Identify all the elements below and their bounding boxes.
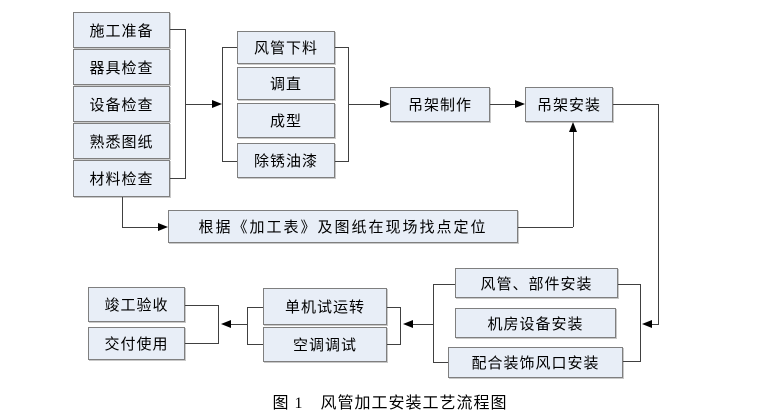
connector-line: [573, 132, 574, 227]
connector-line: [400, 307, 401, 345]
box-decorative-outlet-installation: 配合装饰风口安装: [448, 347, 623, 378]
connector-line: [170, 29, 185, 30]
box-equipment-inspection: 设备检查: [73, 86, 170, 122]
connector-line: [433, 362, 448, 363]
connector-line: [387, 307, 400, 308]
connector-line: [640, 284, 641, 362]
connector-line: [122, 227, 158, 228]
connector-line: [490, 104, 515, 105]
connector-line: [185, 305, 218, 306]
box-hanger-fabrication: 吊架制作: [390, 87, 490, 122]
arrowhead-right-icon: [515, 100, 525, 108]
arrowhead-right-icon: [380, 100, 390, 108]
box-completion-acceptance: 竣工验收: [88, 287, 185, 322]
box-site-positioning: 根据《加工表》及图纸在现场找点定位: [168, 210, 518, 243]
connector-line: [335, 161, 348, 162]
arrowhead-right-icon: [212, 100, 222, 108]
connector-line: [658, 104, 659, 325]
connector-line: [122, 197, 123, 227]
box-hanger-installation: 吊架安装: [525, 87, 613, 122]
box-forming: 成型: [237, 103, 335, 138]
connector-line: [613, 104, 658, 105]
connector-line: [170, 178, 185, 179]
connector-line: [222, 47, 223, 162]
box-single-unit-test-run: 单机试运转: [263, 288, 387, 325]
arrowhead-up-icon: [569, 122, 577, 132]
connector-line: [222, 47, 237, 48]
box-drawing-review: 熟悉图纸: [73, 123, 170, 159]
box-handover-for-use: 交付使用: [88, 327, 185, 360]
box-plant-room-equipment-install: 机房设备安装: [455, 308, 616, 338]
arrowhead-left-icon: [403, 320, 413, 328]
connector-line: [218, 305, 219, 344]
connector-line: [348, 104, 380, 105]
connector-line: [231, 324, 247, 325]
connector-line: [185, 104, 212, 105]
connector-line: [222, 161, 237, 162]
box-material-inspection: 材料检查: [73, 160, 170, 197]
box-duct-cutting: 风管下料: [237, 31, 335, 64]
box-derust-painting: 除锈油漆: [237, 143, 335, 178]
box-ac-commissioning: 空调调试: [263, 327, 387, 362]
connector-line: [618, 284, 640, 285]
connector-line: [247, 307, 248, 345]
connector-line: [185, 343, 218, 344]
box-construction-prep: 施工准备: [73, 12, 170, 48]
box-tool-inspection: 器具检查: [73, 49, 170, 85]
connector-line: [433, 284, 434, 363]
arrowhead-left-icon: [221, 320, 231, 328]
connector-line: [652, 324, 658, 325]
figure-caption: 图 1 风管加工安装工艺流程图: [272, 395, 508, 412]
connector-line: [335, 47, 348, 48]
connector-line: [413, 324, 433, 325]
box-duct-parts-installation: 风管、部件安装: [455, 268, 618, 298]
connector-line: [433, 284, 455, 285]
connector-line: [623, 361, 640, 362]
box-straightening: 调直: [237, 67, 335, 100]
connector-line: [247, 344, 263, 345]
connector-line: [247, 307, 263, 308]
arrowhead-right-icon: [158, 223, 168, 231]
arrowhead-left-icon: [642, 320, 652, 328]
connector-line: [387, 344, 400, 345]
connector-line: [518, 227, 573, 228]
